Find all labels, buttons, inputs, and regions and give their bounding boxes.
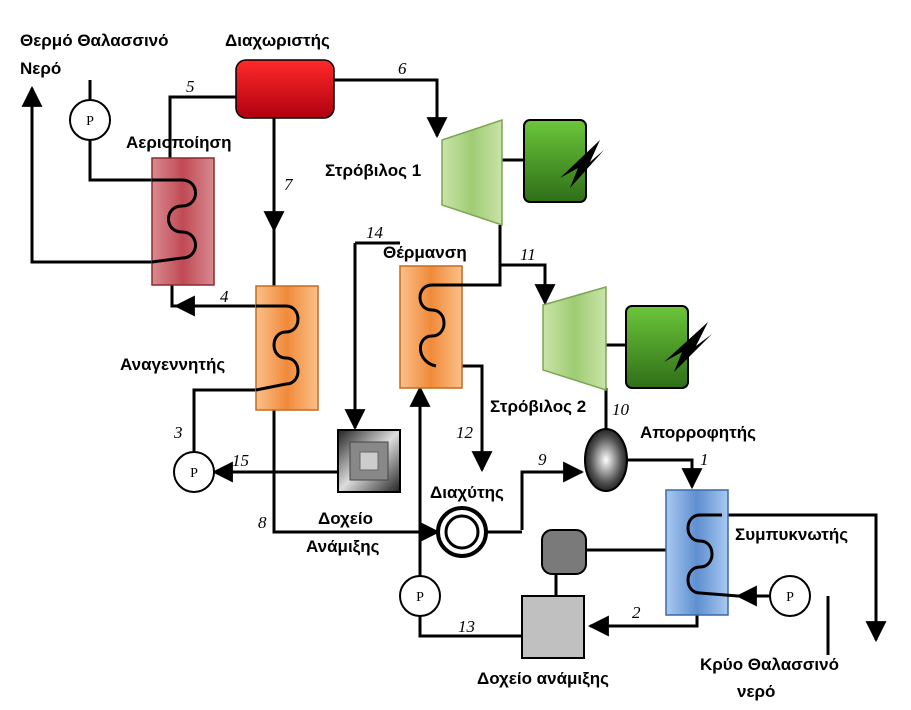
stream-10: 10 xyxy=(612,400,630,419)
generator-2[interactable] xyxy=(625,305,712,389)
turbine-2[interactable] xyxy=(542,286,607,392)
stream-6: 6 xyxy=(398,59,407,78)
stream-3: 3 xyxy=(173,423,183,442)
stream-5: 5 xyxy=(186,77,195,96)
turbine-1[interactable] xyxy=(441,118,503,227)
label-turbine-1: Στρόβιλος 1 xyxy=(325,161,421,180)
pipes xyxy=(21,78,887,655)
pump-label: P xyxy=(190,466,198,481)
label-turbine-2: Στρόβιλος 2 xyxy=(490,397,586,416)
label-hot-seawater-1: Θερμό Θαλασσινό xyxy=(20,31,169,50)
label-diffuser: Διαχύτης xyxy=(430,483,504,502)
regenerator-exchanger[interactable] xyxy=(255,285,319,411)
label-cold-seawater-2: νερό xyxy=(737,682,775,701)
label-vaporizer: Αεριοποίηση xyxy=(126,133,232,152)
stream-9: 9 xyxy=(538,450,547,469)
pump-label: P xyxy=(86,114,94,129)
separator-vessel[interactable] xyxy=(235,59,335,119)
stream-11: 11 xyxy=(520,245,536,264)
label-regenerator: Αναγεννητής xyxy=(120,355,225,374)
pump-stream-13[interactable]: P xyxy=(399,575,441,617)
condenser-exchanger[interactable] xyxy=(665,489,739,616)
pump-hot-seawater[interactable]: P xyxy=(69,99,111,141)
stream-2: 2 xyxy=(632,603,641,622)
vaporizer-exchanger[interactable] xyxy=(151,157,215,286)
gray-pump[interactable] xyxy=(541,529,587,575)
label-cold-seawater-1: Κρύο Θαλασσινό xyxy=(700,655,839,674)
generator-1[interactable] xyxy=(523,119,604,203)
diffuser[interactable] xyxy=(436,506,488,558)
pump-label: P xyxy=(786,590,794,605)
pump-stream-15[interactable]: P xyxy=(173,451,215,493)
absorber[interactable] xyxy=(584,428,628,492)
heating-exchanger[interactable] xyxy=(399,265,500,389)
label-hot-seawater-2: Νερό xyxy=(20,59,61,78)
stream-4: 4 xyxy=(220,287,229,306)
label-mixing-tank-2: Ανάμιξης xyxy=(306,537,380,556)
mixing-tank[interactable] xyxy=(337,429,401,493)
stream-1: 1 xyxy=(700,450,709,469)
label-mixing-tank-b: Δοχείο ανάμιξης xyxy=(477,669,609,688)
label-condenser: Συμπυκνωτής xyxy=(735,525,848,544)
label-absorber: Απορροφητής xyxy=(640,423,756,442)
pump-label: P xyxy=(416,590,424,605)
lightning-icon xyxy=(664,322,712,372)
stream-15: 15 xyxy=(232,451,249,470)
stream-13: 13 xyxy=(458,617,475,636)
label-mixing-tank-1: Δοχείο xyxy=(318,509,373,528)
pump-cold-seawater[interactable]: P xyxy=(769,575,811,617)
stream-7: 7 xyxy=(284,175,294,194)
mixing-tank-2[interactable] xyxy=(521,595,585,659)
label-separator: Διαχωριστής xyxy=(225,31,330,50)
stream-12: 12 xyxy=(456,423,474,442)
label-heating: Θέρμανση xyxy=(383,243,467,262)
stream-8: 8 xyxy=(258,513,267,532)
lightning-icon xyxy=(560,140,604,188)
stream-14: 14 xyxy=(366,223,384,242)
